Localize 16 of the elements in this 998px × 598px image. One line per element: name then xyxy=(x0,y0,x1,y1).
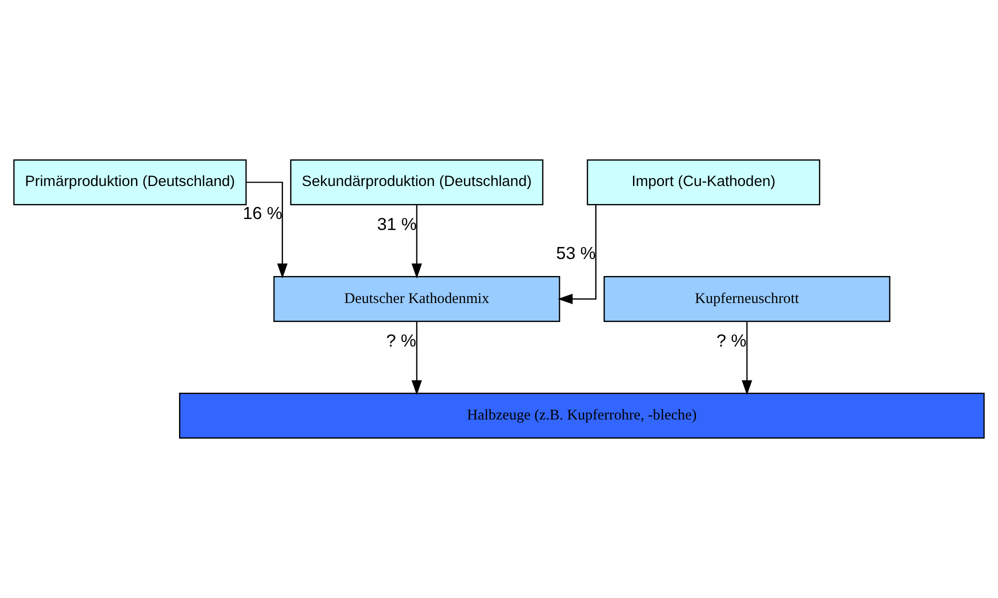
node-box: Sekundärproduktion (Deutschland) xyxy=(290,159,544,206)
edge-label: ? % xyxy=(716,330,746,350)
node-box: Primärproduktion (Deutschland) xyxy=(13,159,247,206)
edge-label: 31 % xyxy=(377,214,417,234)
node-box: Import (Cu-Kathoden) xyxy=(586,159,820,206)
arrow xyxy=(558,204,596,304)
edge-label: ? % xyxy=(386,330,416,350)
node-box: Kupferneuschrott xyxy=(604,276,890,322)
arrow xyxy=(412,204,422,278)
edge-label: 53 % xyxy=(556,243,596,264)
node-box: Deutscher Kathodenmix xyxy=(273,276,560,322)
arrow xyxy=(742,322,752,396)
arrow xyxy=(412,322,422,396)
arrow xyxy=(246,182,288,278)
edge-label: 16 % xyxy=(242,203,282,224)
node-box: Halbzeuge (z.B. Kupferrohre, -bleche) xyxy=(179,392,985,439)
